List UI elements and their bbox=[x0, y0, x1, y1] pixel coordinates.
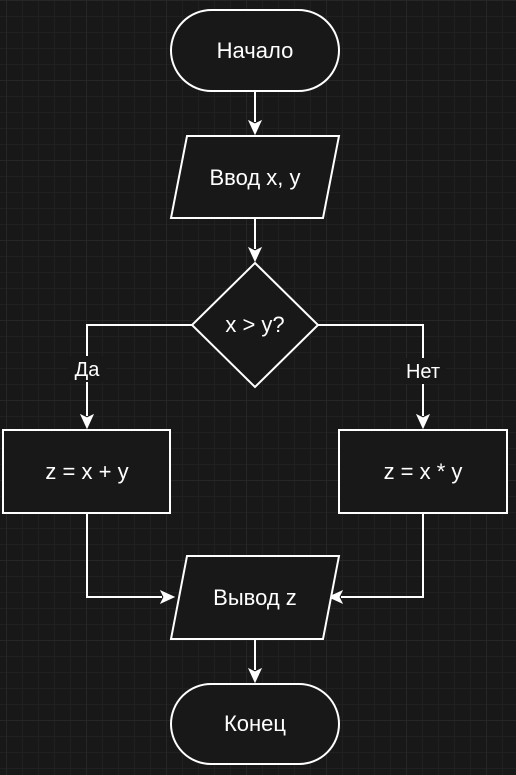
decision-node[interactable]: x > y? bbox=[190, 261, 320, 389]
end-label: Конец bbox=[224, 711, 286, 736]
edge-output-to-end bbox=[247, 639, 263, 684]
end-node[interactable]: Конец bbox=[170, 683, 340, 765]
product-label: z = x * y bbox=[384, 459, 463, 484]
yes-edge-label: Да bbox=[68, 356, 106, 382]
yes-label: Да bbox=[75, 359, 101, 381]
start-node[interactable]: Начало bbox=[170, 9, 340, 92]
output-node[interactable]: Вывод z bbox=[169, 555, 341, 640]
product-process-node[interactable]: z = x * y bbox=[338, 429, 508, 514]
edge-sum-to-output bbox=[86, 513, 176, 605]
decision-label: x > y? bbox=[225, 312, 284, 337]
start-label: Начало bbox=[217, 38, 294, 63]
no-label: Нет bbox=[406, 361, 440, 383]
no-edge-label: Нет bbox=[400, 358, 446, 384]
edge-product-to-output bbox=[327, 513, 424, 605]
edge-decision-no bbox=[318, 324, 431, 430]
edge-start-to-input bbox=[247, 91, 263, 136]
sum-process-node[interactable]: z = x + y bbox=[2, 429, 171, 514]
sum-label: z = x + y bbox=[45, 459, 128, 484]
edge-input-to-decision bbox=[247, 218, 263, 263]
edge-decision-yes bbox=[79, 324, 192, 430]
output-label: Вывод z bbox=[213, 585, 297, 610]
input-node[interactable]: Ввод x, y bbox=[169, 135, 341, 219]
input-label: Ввод x, y bbox=[209, 165, 300, 190]
